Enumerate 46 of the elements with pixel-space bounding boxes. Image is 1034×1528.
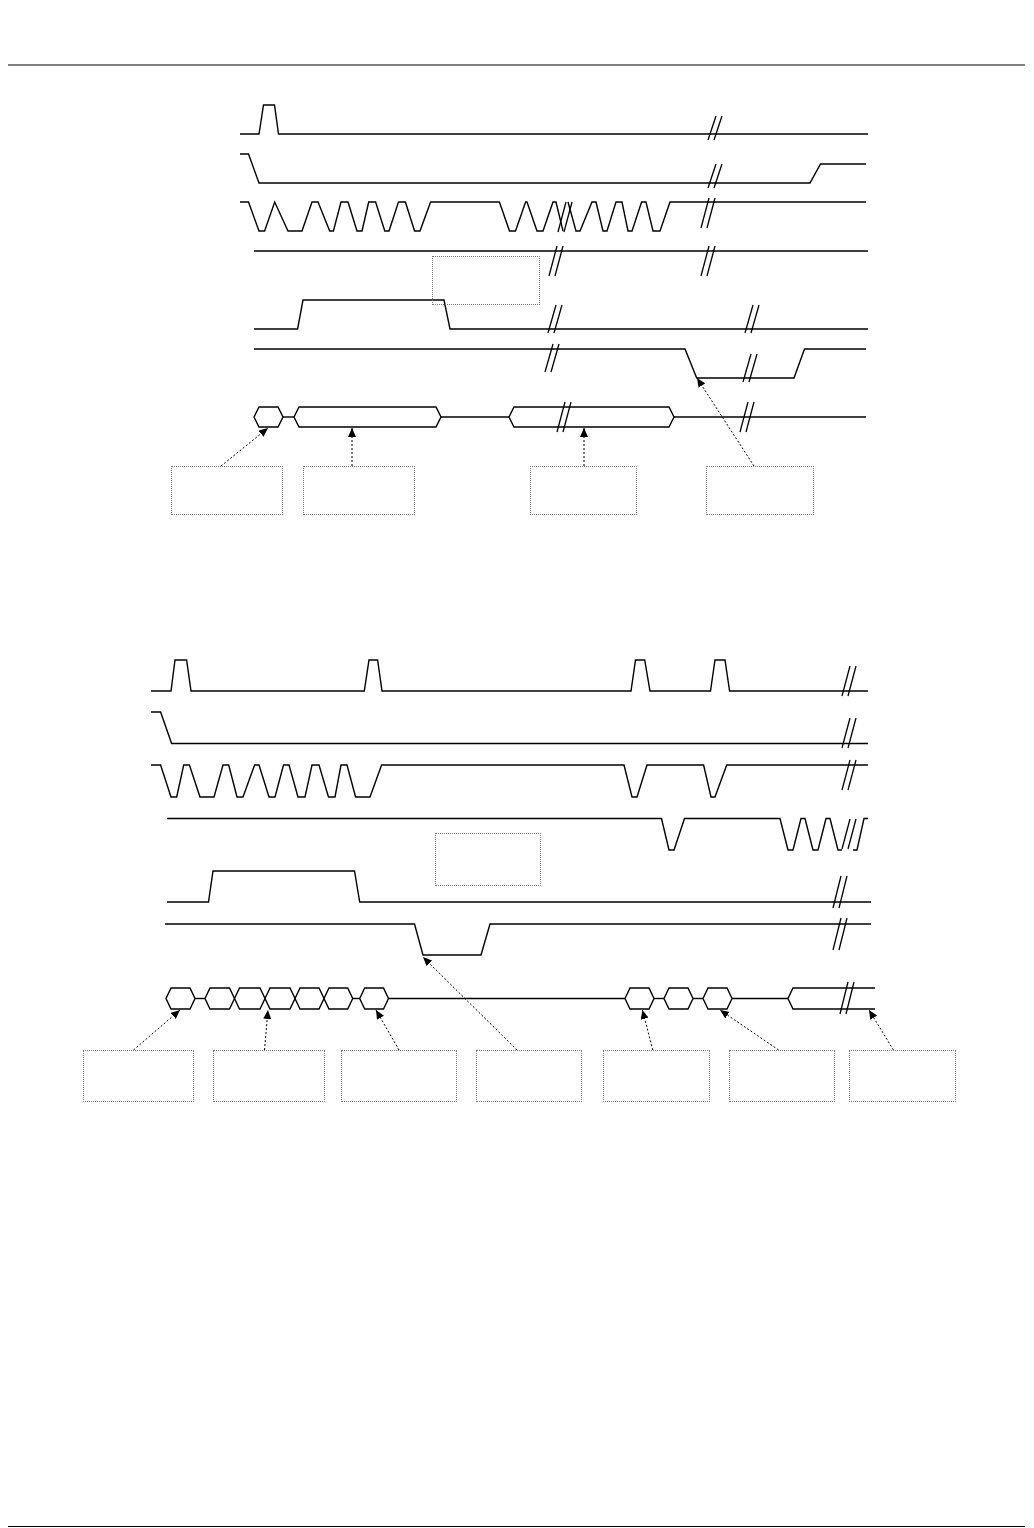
- callout-box: [171, 466, 283, 515]
- note-box: [432, 256, 540, 305]
- leader-arrow: [220, 427, 269, 467]
- callout-box: [476, 1050, 582, 1102]
- callout-box: [83, 1050, 194, 1102]
- callout-box: [849, 1050, 956, 1102]
- note-box: [435, 833, 541, 886]
- leader-arrow: [422, 956, 518, 1051]
- bus-line: [352, 997, 361, 1000]
- leader-arrow: [133, 1009, 181, 1051]
- bus-line: [282, 416, 295, 418]
- bus-hexagon: [508, 406, 675, 428]
- bus-line: [387, 997, 626, 1000]
- leader-arrow: [696, 377, 755, 467]
- leader-arrow: [868, 1009, 894, 1051]
- leader-arrow: [719, 1009, 780, 1051]
- bus-line: [692, 997, 704, 1000]
- callout-box: [729, 1050, 835, 1102]
- bus-line: [194, 997, 206, 1000]
- bus-hexagon: [204, 987, 236, 1010]
- leader-arrow: [640, 1009, 654, 1051]
- bus-hexagon: [293, 406, 442, 428]
- bus-line: [440, 416, 510, 418]
- bus-hexagon: [702, 987, 733, 1010]
- bus-hexagon: [294, 987, 325, 1010]
- leader-arrow: [263, 1009, 272, 1051]
- bus-hexagon: [233, 987, 266, 1010]
- bus-line: [731, 997, 789, 1000]
- bus-hexagon: [264, 987, 296, 1010]
- leader-arrow: [348, 427, 356, 467]
- bus-line: [673, 416, 867, 418]
- bus-hexagon: [624, 987, 655, 1010]
- callout-box: [706, 466, 814, 515]
- bus-hexagon: [323, 987, 354, 1010]
- leader-arrow: [375, 1009, 400, 1051]
- bus-hexagon: [165, 987, 196, 1010]
- bus-hexagon: [253, 406, 284, 428]
- leader-arrow: [580, 427, 588, 467]
- callout-box: [603, 1050, 710, 1102]
- bus-hexagon: [663, 987, 694, 1010]
- callout-box: [213, 1050, 325, 1102]
- bus-hexagon: [358, 987, 390, 1010]
- callout-box: [530, 466, 637, 515]
- callout-box: [303, 466, 415, 515]
- bus-line: [653, 997, 665, 1000]
- callout-box: [341, 1050, 457, 1102]
